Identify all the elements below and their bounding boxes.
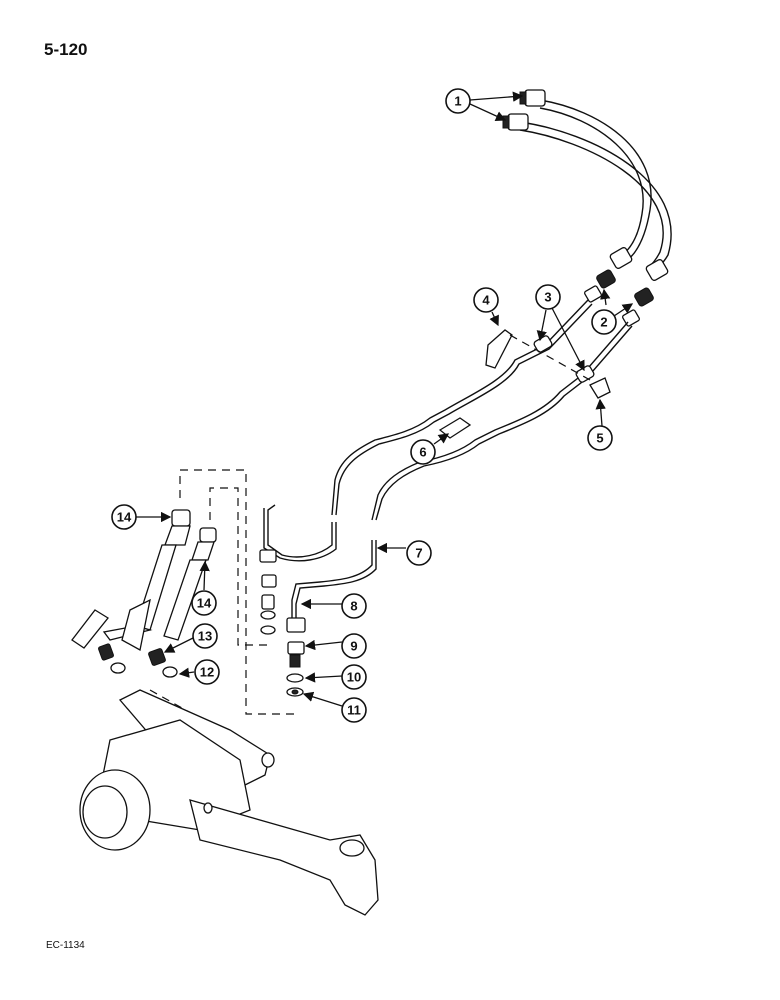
svg-text:14: 14 <box>117 510 132 525</box>
callout-1: 1 <box>445 88 471 114</box>
callout-12: 12 <box>194 659 220 685</box>
callout-8: 8 <box>341 593 367 619</box>
leader-lines <box>136 91 634 707</box>
svg-text:11: 11 <box>347 703 361 718</box>
callout-7: 7 <box>406 540 432 566</box>
svg-text:14: 14 <box>197 596 212 611</box>
callout-2: 2 <box>591 309 617 335</box>
svg-text:7: 7 <box>415 546 422 561</box>
svg-text:2: 2 <box>600 315 607 330</box>
callout-14-lower: 14 <box>191 590 217 616</box>
document-code: EC-1134 <box>46 940 85 951</box>
callout-11: 11 <box>341 697 367 723</box>
callout-6: 6 <box>410 439 436 465</box>
elbow-hoses <box>71 509 217 678</box>
front-axle-assembly <box>79 689 379 916</box>
svg-text:12: 12 <box>200 665 214 680</box>
svg-text:4: 4 <box>482 293 490 308</box>
callout-4: 4 <box>473 287 499 313</box>
callout-13: 13 <box>192 623 218 649</box>
steel-tubes <box>263 299 633 618</box>
svg-text:5: 5 <box>596 431 603 446</box>
tube-fittings <box>259 549 306 697</box>
page-number: 5-120 <box>44 40 88 59</box>
callout-10: 10 <box>341 664 367 690</box>
clamps <box>438 329 611 439</box>
callout-14-upper: 14 <box>111 504 137 530</box>
svg-text:8: 8 <box>350 599 357 614</box>
flexible-hoses <box>502 89 672 281</box>
callout-5: 5 <box>587 425 613 451</box>
callout-9: 9 <box>341 633 367 659</box>
callout-3: 3 <box>535 284 561 310</box>
svg-text:3: 3 <box>544 290 551 305</box>
svg-text:13: 13 <box>198 629 212 644</box>
svg-text:10: 10 <box>347 670 361 685</box>
svg-text:9: 9 <box>350 639 357 654</box>
svg-text:1: 1 <box>454 94 461 109</box>
svg-text:6: 6 <box>419 445 426 460</box>
